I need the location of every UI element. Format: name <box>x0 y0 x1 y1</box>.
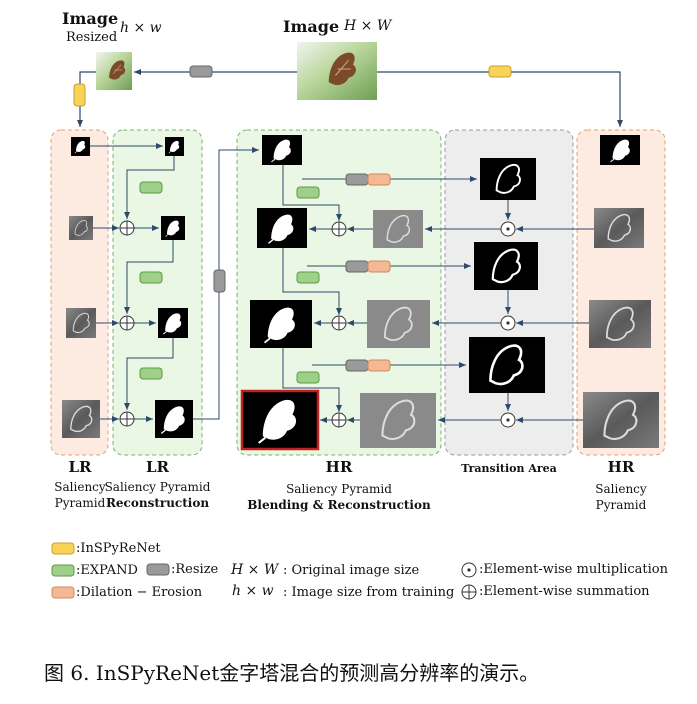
legend-orig-text: : Original image size <box>283 563 420 578</box>
lr-pyramid-level-1 <box>69 216 93 240</box>
lr-sum-node-3 <box>119 411 135 427</box>
lr-recon-sub2: Reconstruction <box>105 496 210 510</box>
lr-pyramid-level-2 <box>66 308 96 338</box>
transition-title: Transition Area <box>461 462 557 475</box>
legend-dilation: :Dilation − Erosion <box>76 585 203 600</box>
dilation-op-t1 <box>367 173 391 186</box>
lr-sum-node-2 <box>119 315 135 331</box>
resize-op-top <box>189 65 213 78</box>
hr-pyramid-level-1 <box>594 208 644 248</box>
hr-pyramid-level-2 <box>589 300 651 348</box>
resize-op-t2 <box>345 260 369 273</box>
legend-orig-sym: H × W <box>231 562 279 578</box>
image-resized-sub: Resized <box>66 30 118 45</box>
transition-mask-2 <box>474 242 538 290</box>
expand-op-lr-2 <box>139 271 163 284</box>
hr-pyramid-sub2: Pyramid <box>595 498 647 512</box>
expand-op-lr-3 <box>139 367 163 380</box>
lr-pyramid-sub1: Saliency <box>54 480 106 494</box>
hr-sum-node-3 <box>331 412 347 428</box>
lr-pyramid-title: LR <box>68 458 92 476</box>
image-resized-label: Image <box>62 9 119 28</box>
legend-mult: :Element-wise multiplication <box>479 562 669 577</box>
inspyrenet-op-hr <box>488 65 512 78</box>
hr-pyramid-sub1: Saliency <box>595 482 647 496</box>
transition-mask-3 <box>469 337 545 393</box>
expand-op-hr-1 <box>296 186 320 199</box>
lr-reconstruction-box <box>112 129 203 456</box>
lr-pyramid-level-3 <box>62 400 100 438</box>
hr-pyramid-title: HR <box>607 458 635 476</box>
legend-sum: :Element-wise summation <box>479 584 650 599</box>
hr-blend-residual-3 <box>360 393 436 448</box>
legend-inspyrenet: :InSPyReNet <box>76 541 161 556</box>
legend-resize: :Resize <box>171 562 219 577</box>
hr-blend-title: HR <box>325 458 353 476</box>
legend-mult-icon <box>461 562 477 578</box>
legend-gray-swatch <box>146 563 170 576</box>
small-size-label: h × w <box>120 20 162 36</box>
legend-salmon-swatch <box>51 586 75 599</box>
mult-node-1 <box>500 221 516 237</box>
hr-blend-sub1: Saliency Pyramid <box>286 482 392 496</box>
legend-train-sym: h × w <box>232 583 274 599</box>
transition-mask-1 <box>480 158 536 200</box>
lr-pyramid-box <box>50 129 109 456</box>
legend-yellow-swatch <box>51 542 75 555</box>
hr-sum-node-2 <box>331 315 347 331</box>
hr-blend-residual-2 <box>367 300 430 348</box>
lr-recon-sub1: Saliency Pyramid <box>104 480 211 494</box>
dilation-op-t2 <box>367 260 391 273</box>
legend-green-swatch <box>51 564 75 577</box>
legend-train-text: : Image size from training <box>283 585 455 600</box>
resize-op-t3 <box>345 359 369 372</box>
lr-pyramid-sub2: Pyramid <box>54 496 106 510</box>
big-size-label: H × W <box>344 18 392 34</box>
hr-pyramid-level-3 <box>583 392 659 448</box>
hr-blend-residual-1 <box>373 210 423 248</box>
hr-blend-sub2: Blending & Reconstruction <box>247 498 431 512</box>
expand-op-hr-2 <box>296 271 320 284</box>
expand-op-lr-1 <box>139 181 163 194</box>
expand-op-hr-3 <box>296 371 320 384</box>
hr-sum-node-1 <box>331 221 347 237</box>
inspyrenet-op-lr <box>73 83 86 107</box>
lr-recon-title: LR <box>145 458 169 476</box>
dilation-op-t3 <box>367 359 391 372</box>
mult-node-3 <box>500 412 516 428</box>
legend-sum-icon <box>461 584 477 600</box>
legend-expand: :EXPAND <box>76 563 138 578</box>
figure-caption: 图 6. InSPyReNet金字塔混合的预测高分辨率的演示。 <box>44 661 540 685</box>
lr-sum-node-1 <box>119 220 135 236</box>
image-label: Image <box>283 17 340 36</box>
mult-node-2 <box>500 315 516 331</box>
resize-op-t1 <box>345 173 369 186</box>
resize-op-mid <box>213 269 226 293</box>
